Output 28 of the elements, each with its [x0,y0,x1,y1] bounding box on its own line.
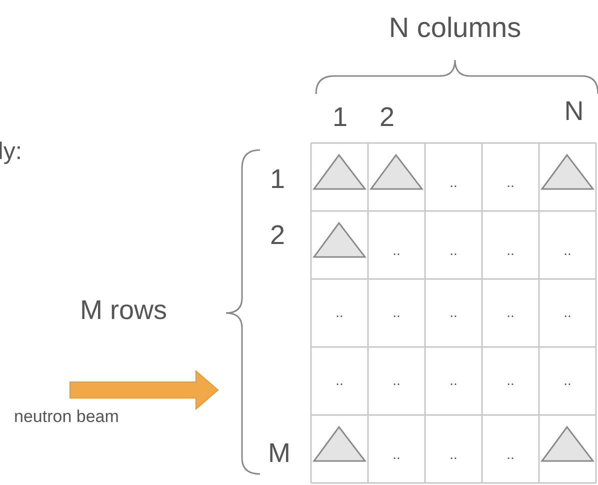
ellipsis-mark: .. [336,373,344,387]
ellipsis-mark: .. [450,305,458,319]
ellipsis-mark: .. [392,373,400,387]
ellipsis-mark: .. [564,305,572,319]
row-number: 1 [270,166,286,193]
ellipsis-mark: .. [564,373,572,387]
row-number: 2 [270,222,286,249]
ellipsis-mark: .. [392,447,400,461]
column-number: N [564,98,584,125]
row-number: M [268,440,290,467]
ellipsis-mark: .. [506,305,514,319]
beam-label: neutron beam [14,408,119,425]
ellipsis-mark: .. [392,243,400,257]
ellipsis-mark: .. [450,243,458,257]
ellipsis-mark: .. [450,175,458,189]
column-number: 1 [332,104,348,131]
ellipsis-mark: .. [392,305,400,319]
axis-title: M rows [80,297,167,324]
ellipsis-mark: .. [506,447,514,461]
ellipsis-mark: .. [506,373,514,387]
axis-title: N columns [388,14,522,42]
ellipsis-mark: .. [336,305,344,319]
ellipsis-mark: .. [564,243,572,257]
ellipsis-mark: .. [506,243,514,257]
ellipsis-mark: .. [450,373,458,387]
column-number: 2 [379,104,395,131]
ellipsis-mark: .. [450,447,458,461]
ellipsis-mark: .. [506,175,514,189]
